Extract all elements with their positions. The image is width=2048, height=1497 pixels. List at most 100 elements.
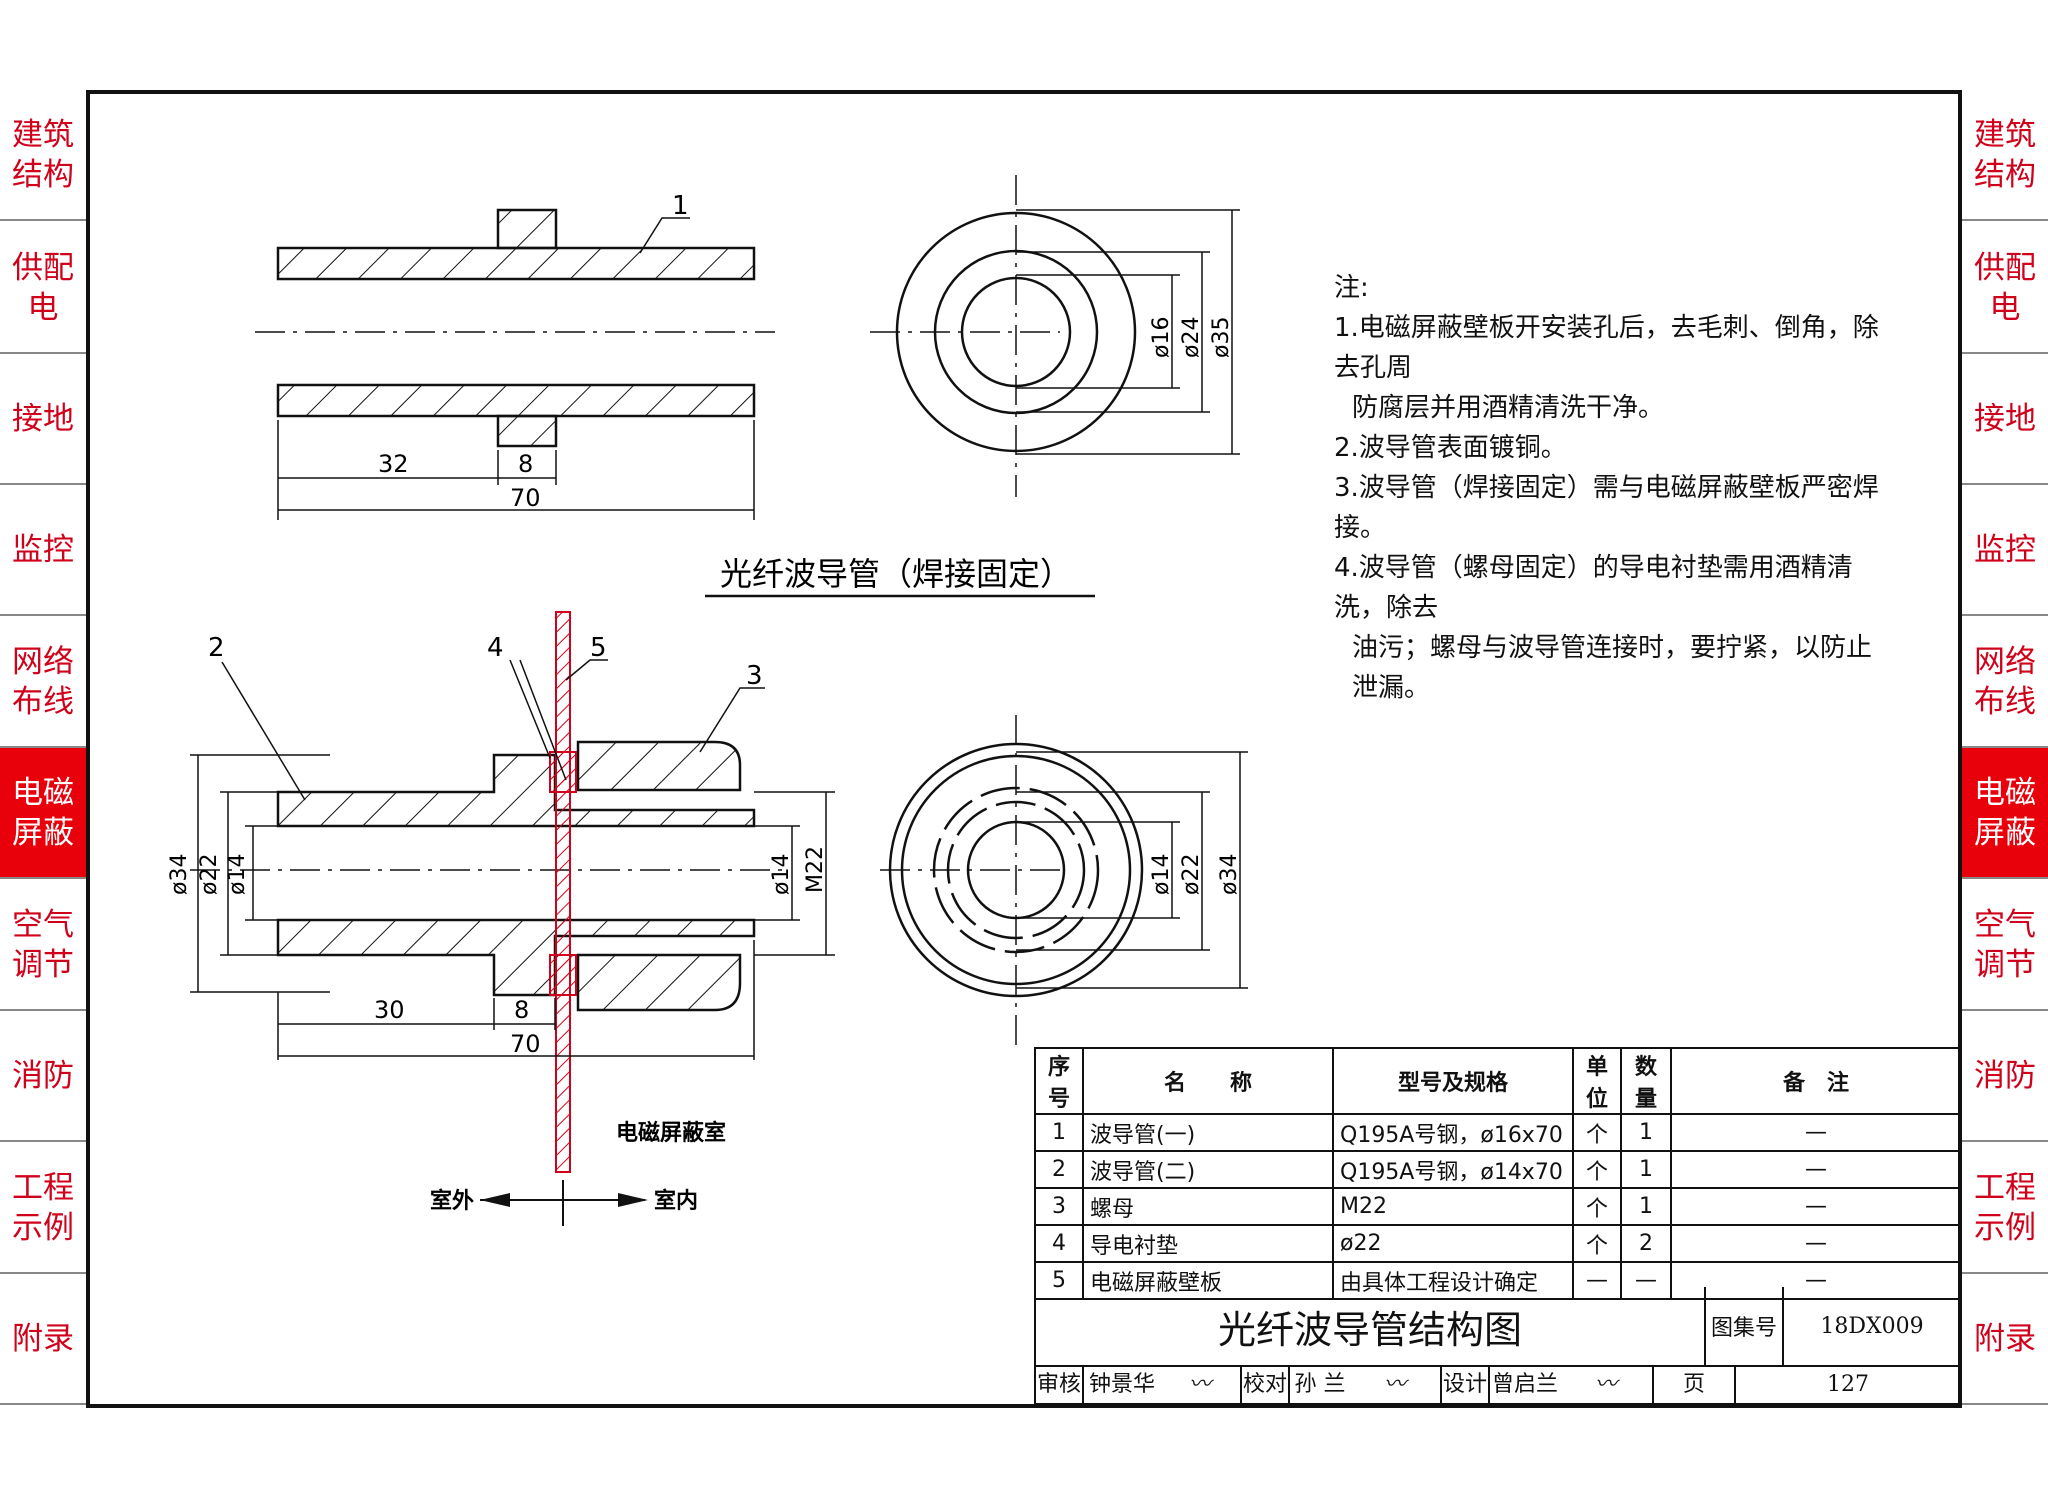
table-cell: — bbox=[1670, 1187, 1962, 1226]
table-cell: 个 bbox=[1572, 1187, 1622, 1226]
table-cell: 由具体工程设计确定 bbox=[1332, 1261, 1574, 1300]
table-header-row: 序号 名 称 型号及规格 单位 数量 备 注 bbox=[1034, 1047, 1962, 1115]
review-label: 审核 bbox=[1036, 1366, 1084, 1404]
dim-end-d22: ø22 bbox=[1179, 854, 1204, 895]
side-tab[interactable]: 电磁屏蔽 bbox=[1962, 748, 2048, 879]
table-cell: 5 bbox=[1034, 1261, 1084, 1300]
col-header: 备 注 bbox=[1670, 1047, 1962, 1115]
side-tab-label: 消防 bbox=[12, 1057, 74, 1094]
reviewer-signature: 〰 bbox=[1160, 1366, 1242, 1404]
side-tab[interactable]: 工程示例 bbox=[0, 1143, 86, 1274]
side-tab[interactable]: 网络布线 bbox=[0, 617, 86, 748]
note-line: 2.波导管表面镀铜。 bbox=[1334, 433, 1567, 463]
callout-1: 1 bbox=[672, 191, 689, 221]
dim-b-d22: ø22 bbox=[197, 854, 222, 895]
side-tab-label: 附录 bbox=[1974, 1320, 2036, 1357]
dim-b-70: 70 bbox=[510, 1030, 541, 1058]
table-cell: — bbox=[1670, 1150, 1962, 1189]
dim-b-d14: ø14 bbox=[225, 854, 250, 895]
side-tab[interactable]: 空气调节 bbox=[0, 880, 86, 1011]
table-cell: 个 bbox=[1572, 1150, 1622, 1189]
table-cell: 波导管(二) bbox=[1082, 1150, 1334, 1189]
dim-top-70: 70 bbox=[510, 484, 541, 512]
atlas-number: 18DX009 bbox=[1782, 1287, 1962, 1367]
callout-4: 4 bbox=[487, 633, 504, 663]
col-header: 单位 bbox=[1572, 1047, 1622, 1115]
dim-b-m22: M22 bbox=[803, 846, 828, 893]
dim-b-8: 8 bbox=[514, 996, 529, 1024]
dim-end-d34: ø34 bbox=[1217, 854, 1242, 895]
inside-label: 室内 bbox=[654, 1188, 698, 1214]
table-cell: ø22 bbox=[1332, 1224, 1574, 1263]
side-tab-label: 建筑结构 bbox=[12, 116, 74, 193]
table-cell: 1 bbox=[1620, 1187, 1672, 1226]
side-tab[interactable]: 供配电 bbox=[1962, 223, 2048, 354]
table-cell: 1 bbox=[1620, 1113, 1672, 1152]
side-tab-label: 空气调节 bbox=[1974, 906, 2036, 983]
table-cell: — bbox=[1620, 1261, 1672, 1300]
table-cell: 个 bbox=[1572, 1224, 1622, 1263]
side-tab[interactable]: 空气调节 bbox=[1962, 880, 2048, 1011]
table-cell: — bbox=[1670, 1224, 1962, 1263]
shield-wall-plate bbox=[555, 611, 571, 1173]
side-tab[interactable]: 电磁屏蔽 bbox=[0, 748, 86, 879]
page-number: 127 bbox=[1827, 1372, 1869, 1397]
design-label: 设计 bbox=[1442, 1366, 1490, 1404]
dim-d35: ø35 bbox=[1209, 317, 1234, 358]
side-tab[interactable]: 接地 bbox=[1962, 354, 2048, 485]
side-tab-label: 监控 bbox=[1974, 531, 2036, 568]
page-label: 页 bbox=[1654, 1366, 1736, 1404]
gasket-lower bbox=[549, 954, 577, 996]
table-cell: 4 bbox=[1034, 1224, 1084, 1263]
table-cell: 电磁屏蔽壁板 bbox=[1082, 1261, 1334, 1300]
side-tab-label: 工程示例 bbox=[1974, 1169, 2036, 1246]
table-cell: 螺母 bbox=[1082, 1187, 1334, 1226]
note-line: 3.波导管（焊接固定）需与电磁屏蔽壁板严密焊接。 bbox=[1334, 473, 1879, 543]
side-tab[interactable]: 网络布线 bbox=[1962, 617, 2048, 748]
side-tab[interactable]: 建筑结构 bbox=[0, 90, 86, 221]
reviewer-name: 钟景华 bbox=[1088, 1372, 1155, 1397]
side-tab[interactable]: 监控 bbox=[0, 485, 86, 616]
side-tab-label: 接地 bbox=[12, 400, 74, 437]
side-tab-label: 监控 bbox=[12, 531, 74, 568]
checker-name: 孙 兰 bbox=[1294, 1372, 1346, 1397]
side-tab[interactable]: 消防 bbox=[0, 1011, 86, 1142]
col-header: 名 称 bbox=[1082, 1047, 1334, 1115]
col-header: 型号及规格 bbox=[1332, 1047, 1574, 1115]
table-cell: Q195A号钢，ø16x70 bbox=[1332, 1113, 1574, 1152]
side-tab[interactable]: 消防 bbox=[1962, 1011, 2048, 1142]
table-cell: — bbox=[1572, 1261, 1622, 1300]
welded-tube-section bbox=[255, 208, 775, 448]
side-tab[interactable]: 工程示例 bbox=[1962, 1143, 2048, 1274]
side-tab[interactable]: 附录 bbox=[0, 1274, 86, 1405]
table-cell: 1 bbox=[1620, 1150, 1672, 1189]
side-tab[interactable]: 接地 bbox=[0, 354, 86, 485]
side-tab[interactable]: 建筑结构 bbox=[1962, 90, 2048, 221]
nut-tube-section bbox=[190, 740, 790, 1012]
callout-5: 5 bbox=[590, 633, 607, 663]
title-block: 光纤波导管结构图 图集号 18DX009 审核 钟景华 〰 校对 孙 兰 〰 设… bbox=[1034, 1287, 1962, 1408]
table-cell: — bbox=[1670, 1261, 1962, 1300]
table-cell: 导电衬垫 bbox=[1082, 1224, 1334, 1263]
note-line: 4.波导管（螺母固定）的导电衬垫需用酒精清洗，除去 bbox=[1334, 553, 1853, 623]
room-label: 电磁屏蔽室 bbox=[616, 1120, 726, 1146]
side-tab[interactable]: 供配电 bbox=[0, 223, 86, 354]
dim-end-d14: ø14 bbox=[1149, 854, 1174, 895]
dim-d24: ø24 bbox=[1179, 317, 1204, 358]
view-title: 光纤波导管（焊接固定） bbox=[720, 555, 1072, 593]
table-cell: 2 bbox=[1620, 1224, 1672, 1263]
side-tab-label: 消防 bbox=[1974, 1057, 2036, 1094]
nut-tube-end-view bbox=[880, 715, 1144, 1045]
side-tab[interactable]: 监控 bbox=[1962, 485, 2048, 616]
callout-3: 3 bbox=[746, 661, 763, 691]
table-cell: — bbox=[1670, 1113, 1962, 1152]
checker-signature: 〰 bbox=[1350, 1366, 1442, 1404]
side-tab[interactable]: 附录 bbox=[1962, 1274, 2048, 1405]
dim-b-right-d14: ø14 bbox=[769, 854, 794, 895]
notes-heading: 注: bbox=[1334, 273, 1369, 303]
